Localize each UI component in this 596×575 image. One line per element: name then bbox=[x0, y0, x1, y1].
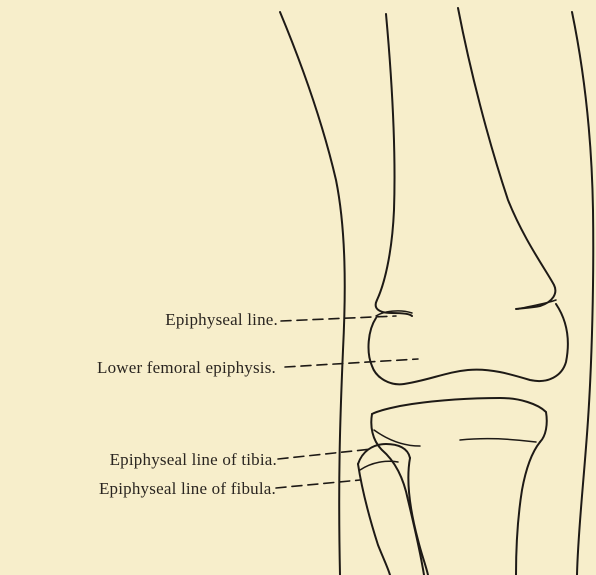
label-epiphyseal-line: Epiphyseal line. bbox=[165, 310, 278, 330]
femur-left-outline bbox=[376, 14, 412, 316]
fibula-left-shaft bbox=[358, 464, 390, 575]
leader-femoral-epiphysis bbox=[285, 359, 418, 367]
tibia-left-shaft bbox=[371, 414, 424, 575]
skin-outline-right bbox=[572, 12, 593, 575]
tibia-epiphyseal-line bbox=[374, 430, 536, 446]
femoral-epiphysis-outline bbox=[369, 304, 568, 384]
femur-right-outline bbox=[458, 8, 555, 309]
tibia bbox=[371, 398, 546, 575]
skin-outline-left bbox=[280, 12, 345, 575]
leader-epiphyseal-line bbox=[281, 316, 396, 321]
leader-tibia bbox=[278, 449, 372, 459]
label-epiphyseal-line-tibia: Epiphyseal line of tibia. bbox=[110, 450, 277, 470]
tibia-right-shaft bbox=[516, 442, 540, 575]
label-epiphyseal-line-fibula: Epiphyseal line of fibula. bbox=[99, 479, 276, 499]
femur bbox=[369, 8, 568, 384]
tibia-plateau-outline bbox=[372, 398, 547, 442]
label-lower-femoral-epiphysis: Lower femoral epiphysis. bbox=[97, 358, 276, 378]
leader-fibula bbox=[276, 480, 360, 488]
